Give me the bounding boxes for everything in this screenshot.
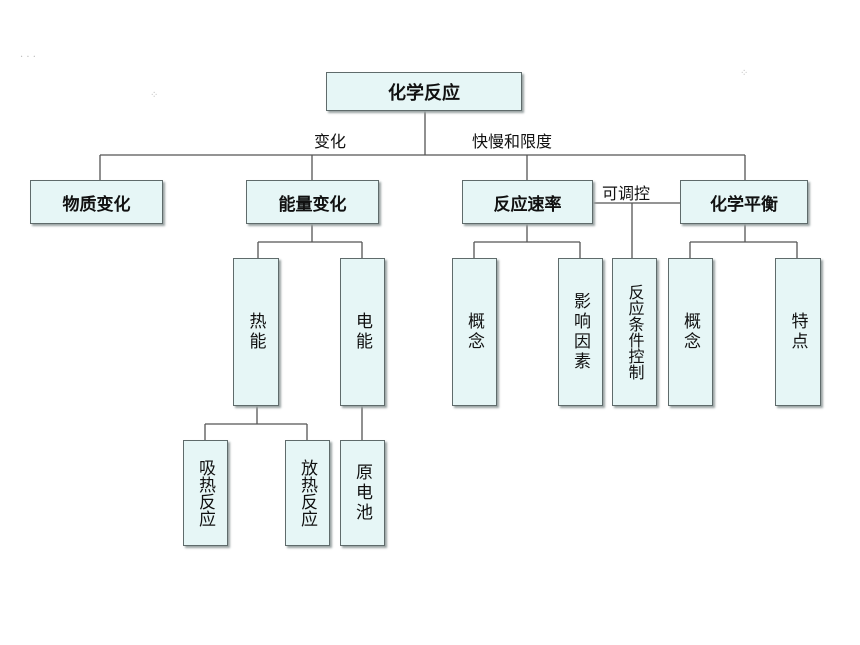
node-endothermic: 吸热反应 — [183, 440, 228, 546]
background-noise: · · · — [20, 52, 36, 63]
edge-label-controllable: 可调控 — [602, 184, 651, 203]
node-galvanic-cell: 原电池 — [340, 440, 385, 546]
node-reaction-rate: 反应速率 — [462, 180, 593, 224]
node-equilibrium-features: 特点 — [775, 258, 821, 406]
node-electric-energy: 电能 — [340, 258, 385, 406]
node-rate-concept: 概念 — [452, 258, 497, 406]
background-noise: ⁘ — [150, 90, 159, 101]
node-energy-change: 能量变化 — [246, 180, 379, 224]
edge-label-change: 变化 — [312, 128, 349, 152]
root-node: 化学反应 — [326, 72, 522, 111]
node-matter-change: 物质变化 — [30, 180, 163, 224]
node-chemical-equilibrium: 化学平衡 — [680, 180, 808, 224]
background-noise: ⁘ — [740, 68, 749, 79]
node-influencing-factors: 影响因素 — [558, 258, 603, 406]
edge-label-speed-limit: 快慢和限度 — [470, 128, 555, 152]
node-condition-control: 反应条件控制 — [612, 258, 657, 406]
node-equilibrium-concept: 概念 — [668, 258, 713, 406]
node-exothermic: 放热反应 — [285, 440, 330, 546]
node-heat-energy: 热能 — [233, 258, 279, 406]
